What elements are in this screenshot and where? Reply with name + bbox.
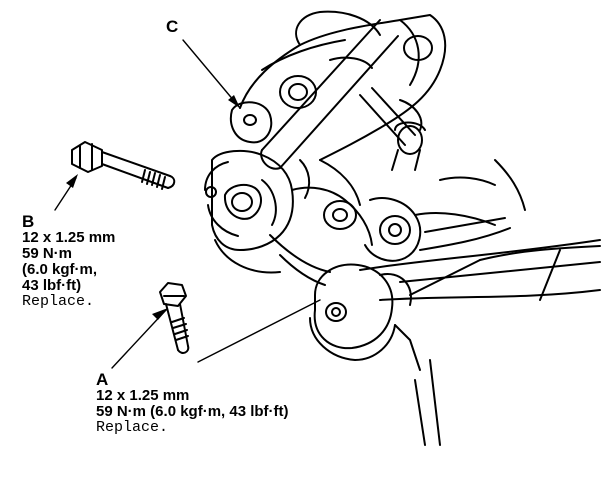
- lower-arm: [269, 234, 601, 301]
- hub-assembly: [364, 159, 526, 262]
- callout-b-size: 12 x 1.25 mm: [22, 229, 116, 246]
- callout-a: A 12 x 1.25 mm 59 N·m (6.0 kgf·m, 43 lbf…: [96, 370, 289, 436]
- lower-bushing: [309, 263, 441, 446]
- arrowhead-a: [152, 308, 168, 320]
- leader-a-target: [197, 299, 321, 363]
- arrowhead-b: [66, 174, 78, 188]
- arrowhead-c: [228, 95, 240, 108]
- callout-a-note: Replace.: [96, 419, 169, 436]
- bolt-b: [71, 141, 176, 190]
- callout-b-torque-kgf: (6.0 kgf·m,: [22, 261, 98, 278]
- knuckle-upper: [239, 10, 447, 161]
- callout-b-torque-lbf: 43 lbf·ft): [22, 277, 82, 294]
- arrowheads: [66, 95, 240, 320]
- stabilizer-rod: [260, 19, 426, 171]
- leader-a: [111, 309, 167, 369]
- callout-b-torque: 59 N·m: [22, 245, 73, 262]
- link-c-bracket: [230, 101, 273, 144]
- callout-b: B 12 x 1.25 mm 59 N·m (6.0 kgf·m, 43 lbf…: [22, 212, 116, 310]
- callout-b-letter: B: [22, 212, 35, 231]
- leader-c: [182, 39, 241, 109]
- callout-a-letter: A: [96, 370, 109, 389]
- callout-c-letter: C: [166, 17, 179, 36]
- callout-b-note: Replace.: [22, 293, 95, 310]
- knuckle-body: [204, 149, 373, 274]
- callout-a-size: 12 x 1.25 mm: [96, 387, 190, 404]
- callout-a-torque: 59 N·m (6.0 kgf·m, 43 lbf·ft): [96, 403, 289, 420]
- bolt-a: [159, 282, 190, 354]
